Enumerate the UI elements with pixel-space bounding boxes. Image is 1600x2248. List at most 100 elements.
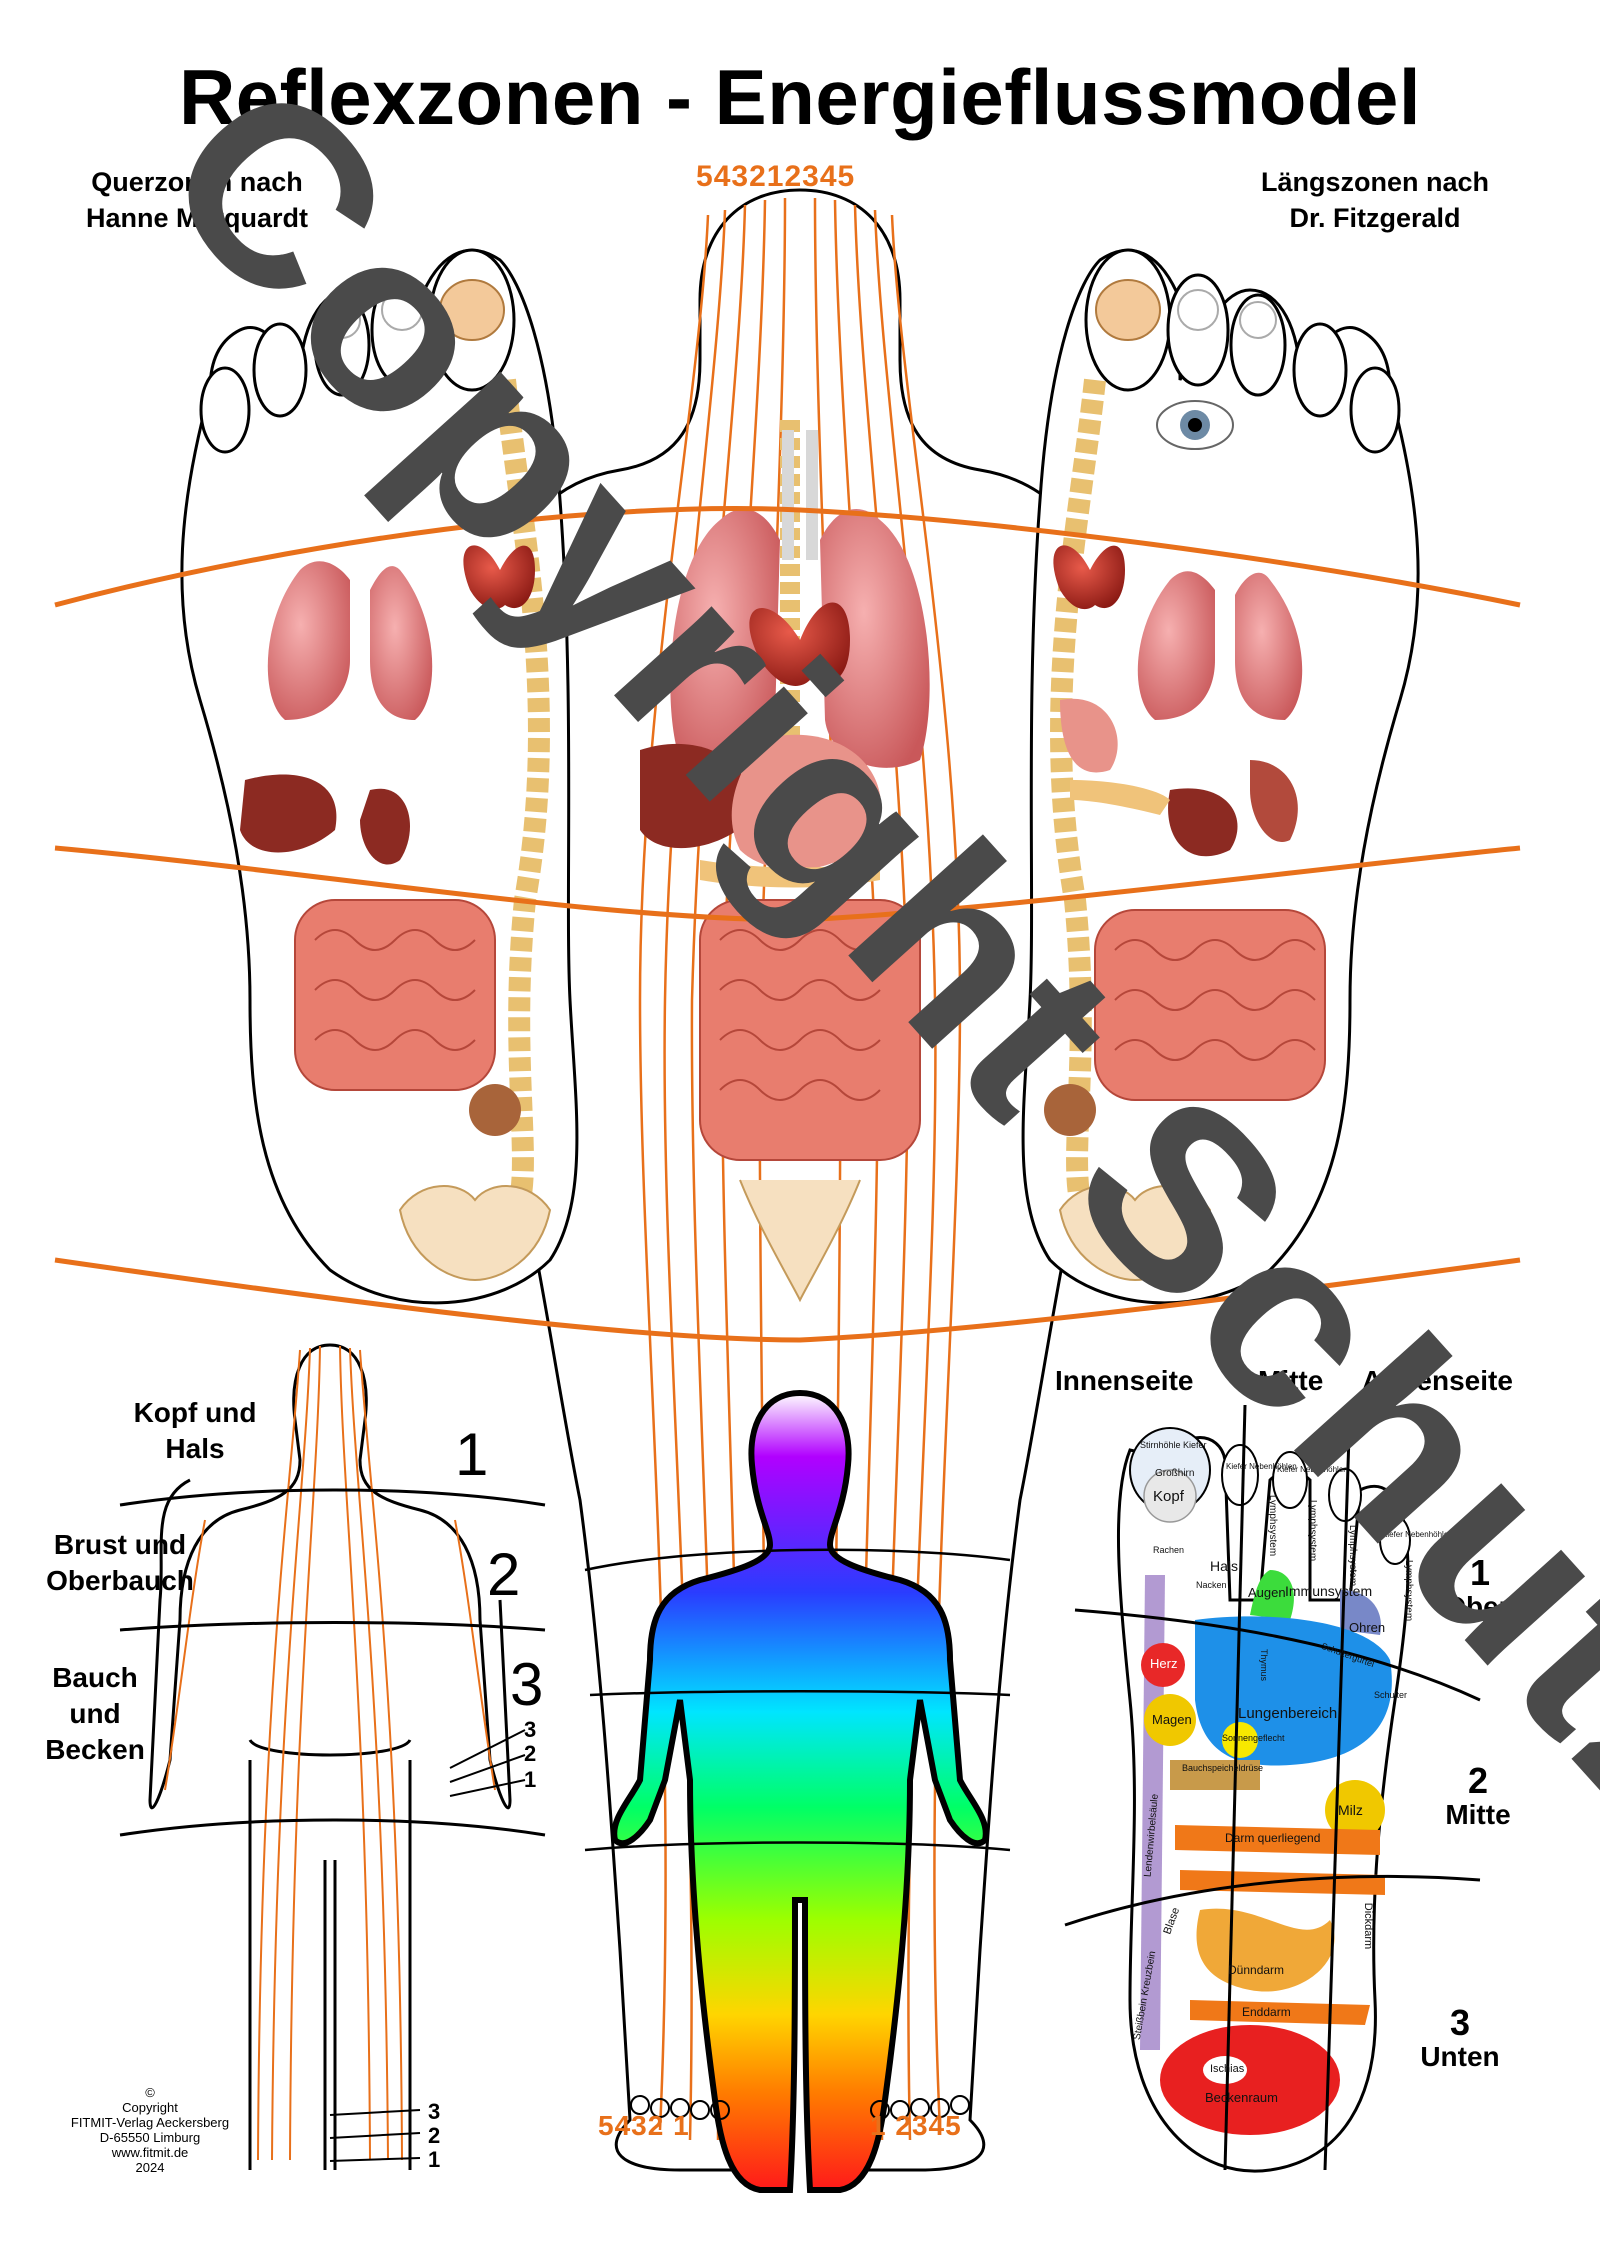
fitz-top-2b: 2 — [784, 160, 803, 193]
foot-zone-lines — [329, 2109, 421, 2162]
zone-number-2: 2 — [487, 1541, 521, 1608]
rainbow-body — [611, 1389, 989, 2193]
foot-map-zone-2-number: 2 — [1467, 1760, 1489, 1801]
foot-organ-thymus: Thymus — [1259, 1648, 1270, 1682]
spine-left — [494, 378, 550, 1203]
fitz-top-4b: 4 — [819, 160, 838, 193]
hand-zone-2: 2 — [524, 1741, 537, 1766]
fitz-top-5b: 5 — [837, 160, 856, 193]
foot-organ-duenndarm: Dünndarm — [1228, 1963, 1285, 1977]
lungs-left — [267, 561, 433, 720]
fitz-top-3b: 3 — [802, 160, 820, 193]
zone-number-3: 3 — [510, 1651, 544, 1718]
foot-map-zone-3-number: 3 — [1449, 2002, 1471, 2043]
foot-organ-kopf: Kopf — [1153, 1488, 1184, 1505]
foot-organ-stirnhoehle: Stirnhöhle Kiefer — [1140, 1440, 1207, 1450]
foot-organ-sonnengeflecht: Sonnengeflecht — [1222, 1733, 1285, 1743]
foot-organ-kiefer-3: Kiefer Nebenhöhlen — [1382, 1530, 1453, 1539]
intestine-coils — [314, 929, 1316, 1101]
brain-icons — [323, 279, 1277, 450]
foot-map-zone-3-label: Unten — [1420, 2041, 1500, 2072]
heading-laengszonen: Längszonen nach Dr. Fitzgerald — [1260, 167, 1490, 233]
hand-zone-3: 3 — [524, 1717, 537, 1742]
foot-organ-darm-querliegend: Darm querliegend — [1225, 1831, 1321, 1845]
lungs-center — [670, 430, 930, 768]
foot-organ-magen: Magen — [1152, 1712, 1192, 1727]
small-body-meridians — [164, 1345, 496, 2161]
fitz-br-3: 3 — [911, 2110, 929, 2141]
foot-map-zone-1-number: 1 — [1469, 1552, 1491, 1593]
foot-organ-lymph-4: Lymphsystem — [1403, 1559, 1415, 1622]
foot-organ-ischias: Ischias — [1210, 2063, 1245, 2075]
foot-organ-ohren: Ohren — [1349, 1620, 1386, 1635]
foot-zone-1: 1 — [428, 2147, 441, 2172]
foot-zone-3: 3 — [428, 2099, 441, 2124]
foot-organ-immunsystem: Immunsystem — [1285, 1583, 1373, 1599]
hand-zone-1: 1 — [524, 1767, 537, 1792]
big-body-toes — [630, 2095, 970, 2120]
lungs-right — [1137, 571, 1303, 720]
foot-organ-kiefer-2: Kiefer Nebenhöhlen — [1277, 1465, 1348, 1474]
fitz-top-4a: 4 — [713, 160, 732, 193]
fitz-top-5a: 5 — [696, 160, 714, 193]
fitz-top-2a: 2 — [749, 160, 767, 193]
foot-organ-augen: Augen — [1248, 1585, 1286, 1600]
fitz-br-2: 2 — [895, 2110, 912, 2141]
foot-map — [1064, 1404, 1481, 2173]
foot-organ-nacken: Nacken — [1196, 1580, 1227, 1590]
foot-organ-lymph-3: Lymphsystem — [1347, 1524, 1359, 1587]
fitz-bl-2: 2 — [647, 2110, 665, 2141]
fitz-br-4: 4 — [928, 2110, 946, 2141]
heart-icons — [463, 545, 1125, 686]
foot-organ-milz: Milz — [1338, 1802, 1363, 1818]
heading-querzonen: Querzonen nach Hanne Marquardt — [85, 167, 309, 233]
foot-map-zone-1-label: Oben — [1444, 1591, 1516, 1622]
foot-organ-lymph-1: Lymphsystem — [1267, 1494, 1279, 1557]
zone-label-brust-oberbauch: Brust und Oberbauch — [46, 1529, 194, 1596]
foot-map-header-mitte: Mitte — [1258, 1365, 1324, 1396]
fitzgerald-bottom-left: 5432 1 — [598, 2110, 690, 2142]
page-title: Reflexzonen - Energieflussmodel — [178, 53, 1422, 141]
foot-map-header-innenseite: Innenseite — [1055, 1365, 1194, 1396]
foot-map-header-aussenseite: Außenseite — [1362, 1365, 1513, 1396]
foot-organ-dickdarm: Dickdarm — [1362, 1902, 1375, 1950]
foot-map-zone-3: 3 Unten — [1410, 2005, 1510, 2073]
fitz-br-1: 1 — [870, 2110, 887, 2141]
zone-number-1: 1 — [455, 1421, 489, 1488]
foot-organ-lungenbereich: Lungenbereich — [1238, 1705, 1338, 1722]
foot-organ-grosshirn: Großhirn — [1155, 1468, 1195, 1479]
intestines — [294, 899, 1326, 1161]
foot-organ-kiefer-1: Kiefer Nebenhöhlen — [1226, 1462, 1297, 1471]
fitz-top-3a: 3 — [731, 160, 750, 193]
fitzgerald-top-numbers: 543212345 — [696, 160, 855, 194]
zone-label-bauch-becken: Bauch und Becken — [45, 1662, 145, 1765]
foot-map-zone-2-label: Mitte — [1445, 1799, 1511, 1830]
foot-organ-beckenraum: Beckenraum — [1205, 2090, 1278, 2105]
foot-organ-herz: Herz — [1150, 1656, 1178, 1671]
fitz-bl-4: 4 — [614, 2110, 632, 2141]
foot-organ-bauchspeicheldruese: Bauchspeicheldrüse — [1182, 1763, 1264, 1773]
foot-organ-schulter: Schulter — [1374, 1690, 1408, 1700]
rainbow-zone-lines — [584, 1548, 1011, 1852]
foot-organ-hals: Hals — [1210, 1558, 1239, 1574]
abdominal-organs — [240, 698, 1298, 888]
foot-zone-2: 2 — [428, 2123, 441, 2148]
fitz-bl-1: 1 — [673, 2110, 690, 2141]
fitz-bl-3: 3 — [631, 2110, 648, 2141]
foot-organ-lymph-2: Lymphsystem — [1307, 1499, 1319, 1562]
small-body-zone-lines — [119, 1488, 546, 1837]
zone-label-kopf-hals: Kopf und Hals — [133, 1397, 257, 1464]
foot-organ-enddarm: Enddarm — [1242, 2005, 1291, 2019]
foot-map-zone-2: 2 Mitte — [1428, 1763, 1528, 1831]
fitz-bl-5: 5 — [598, 2110, 615, 2141]
pelvis-organs — [398, 1084, 1212, 1303]
foot-organ-rachen: Rachen — [1153, 1545, 1185, 1555]
foot-map-zone-1: 1 Oben — [1435, 1555, 1525, 1623]
querzonen-lines — [54, 505, 1521, 1343]
hand-zone-lines — [449, 1729, 526, 1797]
copyright-notice: © Copyright FITMIT-Verlag Aeckersberg D-… — [70, 2085, 230, 2175]
fitz-top-1: 1 — [766, 160, 785, 193]
fitzgerald-bottom-right: 1 2345 — [870, 2110, 962, 2142]
